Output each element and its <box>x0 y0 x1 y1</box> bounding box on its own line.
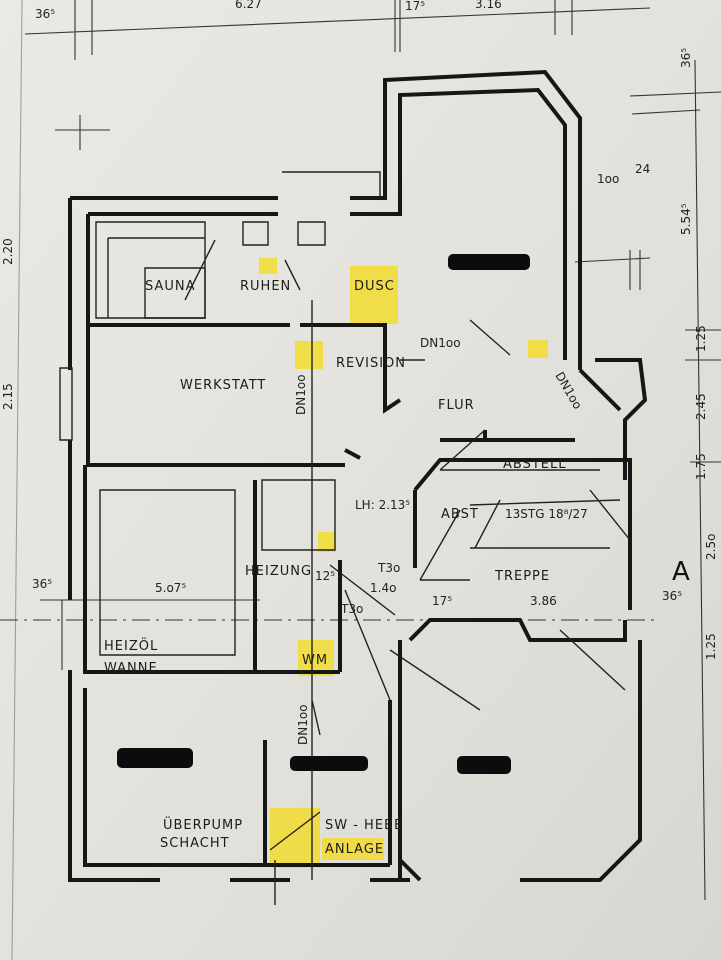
svg-text:36⁵: 36⁵ <box>32 577 52 591</box>
svg-text:36⁵: 36⁵ <box>679 48 693 68</box>
svg-text:17⁵: 17⁵ <box>432 594 452 608</box>
pipe-label: DN1oo <box>296 704 310 745</box>
room-label-heizung: HEIZUNG <box>245 564 312 579</box>
svg-text:1oo: 1oo <box>597 172 619 186</box>
room-label-werkstatt: WERKSTATT <box>180 378 266 393</box>
room-label-treppe: TREPPE <box>494 569 550 584</box>
svg-text:1.25: 1.25 <box>694 325 708 352</box>
room-label-anlage: ANLAGE <box>325 842 384 857</box>
pipe-label: DN1oo <box>294 374 308 415</box>
stair-spec: 13STG 18⁸/27 <box>505 507 588 521</box>
svg-text:36⁵: 36⁵ <box>662 589 682 603</box>
room-label-schacht: SCHACHT <box>160 836 230 851</box>
room-label-abst: ABST <box>441 507 479 522</box>
walls <box>59 69 648 905</box>
svg-text:17⁵: 17⁵ <box>405 0 425 13</box>
room-label-dusche: DUSC <box>354 279 395 294</box>
svg-text:5.54⁵: 5.54⁵ <box>679 203 693 235</box>
section-marker-a: A <box>672 557 690 587</box>
room-label-wanne: WANNE <box>104 661 158 676</box>
room-label-ruhen: RUHEN <box>240 279 291 294</box>
svg-text:2.15: 2.15 <box>1 383 15 410</box>
room-label-sw-hebe: SW - HEBE <box>325 818 403 833</box>
fire-door-label: T3o <box>340 602 363 616</box>
room-label-sauna: SAUNA <box>145 279 196 294</box>
redaction-bar <box>457 756 511 774</box>
room-label-ueberpump: ÜBERPUMP <box>163 816 243 833</box>
svg-text:1.25: 1.25 <box>704 633 718 660</box>
svg-text:1.75: 1.75 <box>694 453 708 480</box>
svg-text:2.5o: 2.5o <box>704 534 718 560</box>
svg-text:2.45: 2.45 <box>694 393 708 420</box>
pipe-label: DN1oo <box>420 336 461 350</box>
dimensions: 36⁵ 6.27 17⁵ 3.16 36⁵ 1oo 24 5.54⁵ 1.25 … <box>1 0 718 660</box>
room-label-heizoel: HEIZÖL <box>104 637 158 654</box>
redaction-bar <box>448 254 530 270</box>
svg-text:5.o7⁵: 5.o7⁵ <box>155 581 186 595</box>
svg-text:1.4o: 1.4o <box>370 581 396 595</box>
room-label-abstell: ABSTELL <box>503 457 566 472</box>
dimension-lines <box>0 0 721 901</box>
redaction-bar <box>117 748 193 768</box>
svg-text:12⁵: 12⁵ <box>315 569 335 583</box>
svg-text:24: 24 <box>635 162 650 176</box>
fire-door-label: T3o <box>377 561 400 575</box>
room-label-revision: REVISION <box>336 356 406 371</box>
svg-text:3.86: 3.86 <box>530 594 557 608</box>
room-label-flur: FLUR <box>438 398 475 413</box>
svg-text:36⁵: 36⁵ <box>35 7 55 21</box>
ceiling-height: LH: 2.13⁵ <box>355 498 410 512</box>
paper-fold <box>11 0 23 960</box>
wm-label: WM <box>302 653 328 668</box>
redaction-bar <box>290 756 368 771</box>
svg-text:2.20: 2.20 <box>1 238 15 265</box>
svg-text:3.16: 3.16 <box>475 0 502 11</box>
svg-text:6.27: 6.27 <box>235 0 262 11</box>
